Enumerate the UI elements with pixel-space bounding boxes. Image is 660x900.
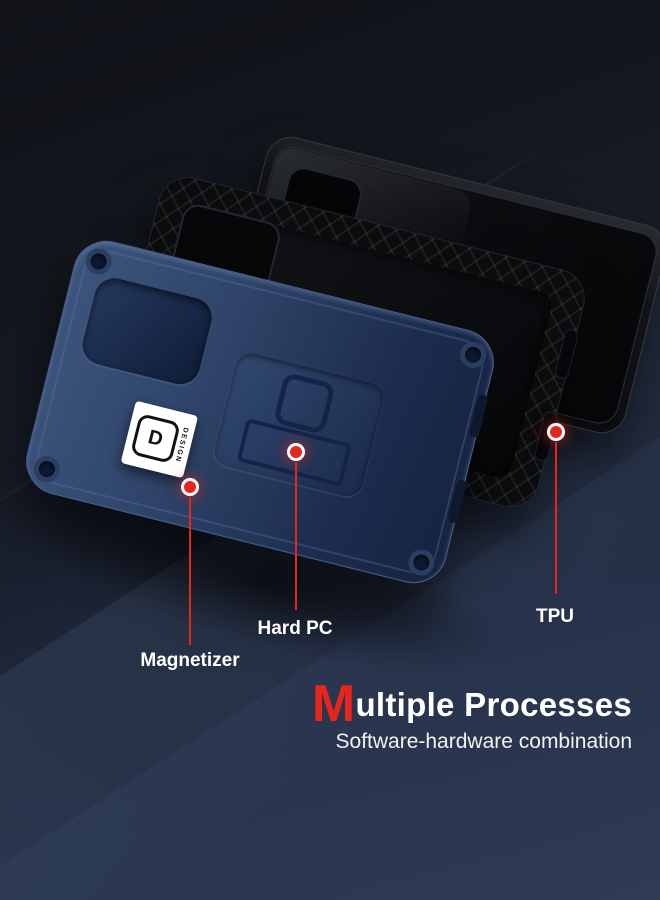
callout-label-magnetizer: Magnetizer	[140, 650, 240, 671]
heading-initial-letter: M	[311, 675, 356, 733]
brand-letter: D	[130, 413, 181, 464]
callout-line-magnetizer	[189, 497, 191, 645]
heading-rest-text: ultiple Processes	[355, 686, 632, 723]
heading-title: Multiple Processes	[312, 678, 632, 730]
kickstand-ring	[272, 371, 336, 436]
marketing-heading: Multiple Processes Software-hardware com…	[312, 678, 632, 754]
callout-dot-tpu	[550, 426, 562, 438]
callout-dot-hard-pc	[290, 446, 302, 458]
callout-line-tpu	[555, 442, 557, 594]
callout-label-hard-pc: Hard PC	[257, 618, 333, 639]
heading-subtitle: Software-hardware combination	[335, 730, 632, 753]
callout-line-hard-pc	[295, 462, 297, 610]
callout-dot-magnetizer	[184, 481, 196, 493]
callout-label-tpu: TPU	[536, 606, 574, 627]
